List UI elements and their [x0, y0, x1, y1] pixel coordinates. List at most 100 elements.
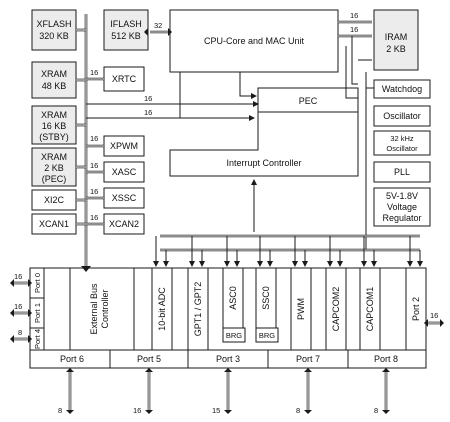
bus-width-port3: 15 [212, 406, 220, 415]
core-bus-lines [86, 72, 259, 121]
right-periph-bus [365, 72, 374, 250]
peripheral-bus [160, 234, 420, 252]
watchdog-label: Watchdog [382, 84, 422, 94]
adc-block: 10-bit ADC [151, 267, 173, 351]
iflash-label: IFLASH [110, 19, 142, 29]
bus-width-iram-2: 16 [350, 25, 358, 34]
bus-width-port2: 16 [430, 311, 438, 320]
xram48-block: XRAM 48 KB [31, 61, 77, 99]
bus-width-port6: 8 [58, 406, 62, 415]
xram16-block: XRAM 16 KB (STBY) [31, 105, 77, 145]
pec-label: PEC [299, 96, 318, 106]
bus-width-32: 32 [154, 21, 162, 30]
asc0-label: ASC0 [228, 286, 238, 310]
port5-block: Port 5 [109, 349, 189, 369]
ebc-label-1: External Bus [89, 283, 99, 335]
cpu-core-label: CPU-Core and MAC Unit [204, 36, 305, 46]
voltage-regulator-block: 5V-1.8V Voltage Regulator [373, 187, 431, 227]
interrupt-controller-label: Interrupt Controller [226, 158, 301, 168]
iram-label: IRAM [385, 32, 408, 42]
osc32k-label: Oscillator [386, 144, 418, 153]
bus-width-xpwm: 16 [90, 134, 98, 143]
adc-label: 10-bit ADC [157, 287, 167, 331]
osc32k-block: 32 kHz Oscillator [373, 130, 431, 156]
xrtc-block: XRTC [103, 66, 145, 92]
oscillator-block: Oscillator [373, 105, 431, 127]
pwm-block: PWM [290, 267, 312, 351]
xflash-label: XFLASH [36, 19, 71, 29]
peripheral-drops [153, 236, 423, 267]
xflash-size: 320 KB [39, 31, 69, 41]
port1-block: Port 1 [29, 297, 45, 329]
ssc0-brg [255, 327, 279, 343]
gpt-block: GPT1 / GPT2 [187, 267, 209, 351]
left-io-arrows [10, 279, 32, 343]
port7-label: Port 7 [296, 354, 320, 364]
watchdog-block: Watchdog [373, 79, 431, 99]
port7-block: Port 7 [267, 349, 349, 369]
port0-label: Port 0 [33, 273, 42, 293]
cpu-iram-links [338, 20, 372, 99]
osc32k-freq: 32 kHz [390, 134, 414, 143]
xram16-size: 16 KB [42, 121, 67, 131]
port0-block: Port 0 [29, 267, 45, 299]
xcan2-label: XCAN2 [109, 219, 139, 229]
system-bus [81, 14, 91, 272]
cpu-core-block: CPU-Core and MAC Unit [169, 9, 339, 73]
port2-label: Port 2 [411, 297, 421, 321]
port3-block: Port 3 [187, 349, 269, 369]
xcan2-block: XCAN2 [103, 213, 145, 235]
xflash-block: XFLASH 320 KB [31, 9, 77, 51]
xram48-size: 48 KB [42, 81, 67, 91]
xasc-label: XASC [112, 167, 137, 177]
bus-width-port0: 16 [14, 272, 22, 281]
regulator-line3: Regulator [382, 213, 421, 223]
bus-width-xssc: 16 [90, 187, 98, 196]
port4-label: Port 4 [33, 329, 42, 349]
bus-width-port8: 8 [374, 406, 378, 415]
regulator-range: 5V-1.8V [386, 191, 418, 201]
xasc-block: XASC [103, 161, 145, 183]
xcan1-block: XCAN1 [31, 213, 77, 235]
oscillator-label: Oscillator [383, 111, 421, 121]
iflash-cpu-link [144, 28, 172, 36]
bus-width-xasc: 16 [90, 161, 98, 170]
asc0-brg-label: BRG [226, 331, 242, 340]
bus-width-port7: 8 [296, 406, 300, 415]
bus-width-port5: 16 [133, 406, 141, 415]
xram48-label: XRAM [41, 69, 67, 79]
port2-block: Port 2 [405, 267, 427, 351]
bus-width-labels: 32 16 16 16 16 16 16 16 16 16 16 16 8 16… [14, 11, 438, 415]
bus-width-pec-2: 16 [144, 108, 152, 117]
gpt-label: GPT1 / GPT2 [193, 282, 203, 337]
bus-width-pec-1: 16 [144, 94, 152, 103]
xcan1-label: XCAN1 [39, 219, 69, 229]
xssc-label: XSSC [112, 193, 137, 203]
ssc0-brg-label: BRG [259, 331, 275, 340]
port6-label: Port 6 [60, 354, 84, 364]
xpwm-block: XPWM [103, 135, 145, 157]
pll-label: PLL [394, 167, 410, 177]
xram2-size: 2 KB [44, 163, 64, 173]
capcom1-label: CAPCOM1 [365, 287, 375, 332]
ssc0-block: SSC0 BRG [255, 267, 279, 343]
ebc-label-2: Controller [100, 289, 110, 328]
asc0-block: ASC0 BRG [222, 267, 246, 343]
pwm-label: PWM [296, 298, 306, 320]
right-io-arrow [424, 319, 444, 327]
bus-width-xcan2: 16 [90, 213, 98, 222]
port8-block: Port 8 [347, 349, 427, 369]
capcom1-block: CAPCOM1 [359, 267, 381, 351]
bus-width-port4: 8 [18, 328, 22, 337]
interrupt-controller-block: Interrupt Controller [169, 111, 359, 177]
port8-label: Port 8 [374, 354, 398, 364]
xram2-note: (PEC) [42, 174, 67, 184]
iflash-size: 512 KB [111, 31, 141, 41]
bus-width-iram-1: 16 [350, 11, 358, 20]
xrtc-label: XRTC [112, 74, 137, 84]
xi2c-label: XI2C [44, 195, 65, 205]
xssc-block: XSSC [103, 187, 145, 209]
pll-block: PLL [373, 161, 431, 183]
port3-label: Port 3 [216, 354, 240, 364]
bottom-io-arrows [66, 368, 390, 414]
